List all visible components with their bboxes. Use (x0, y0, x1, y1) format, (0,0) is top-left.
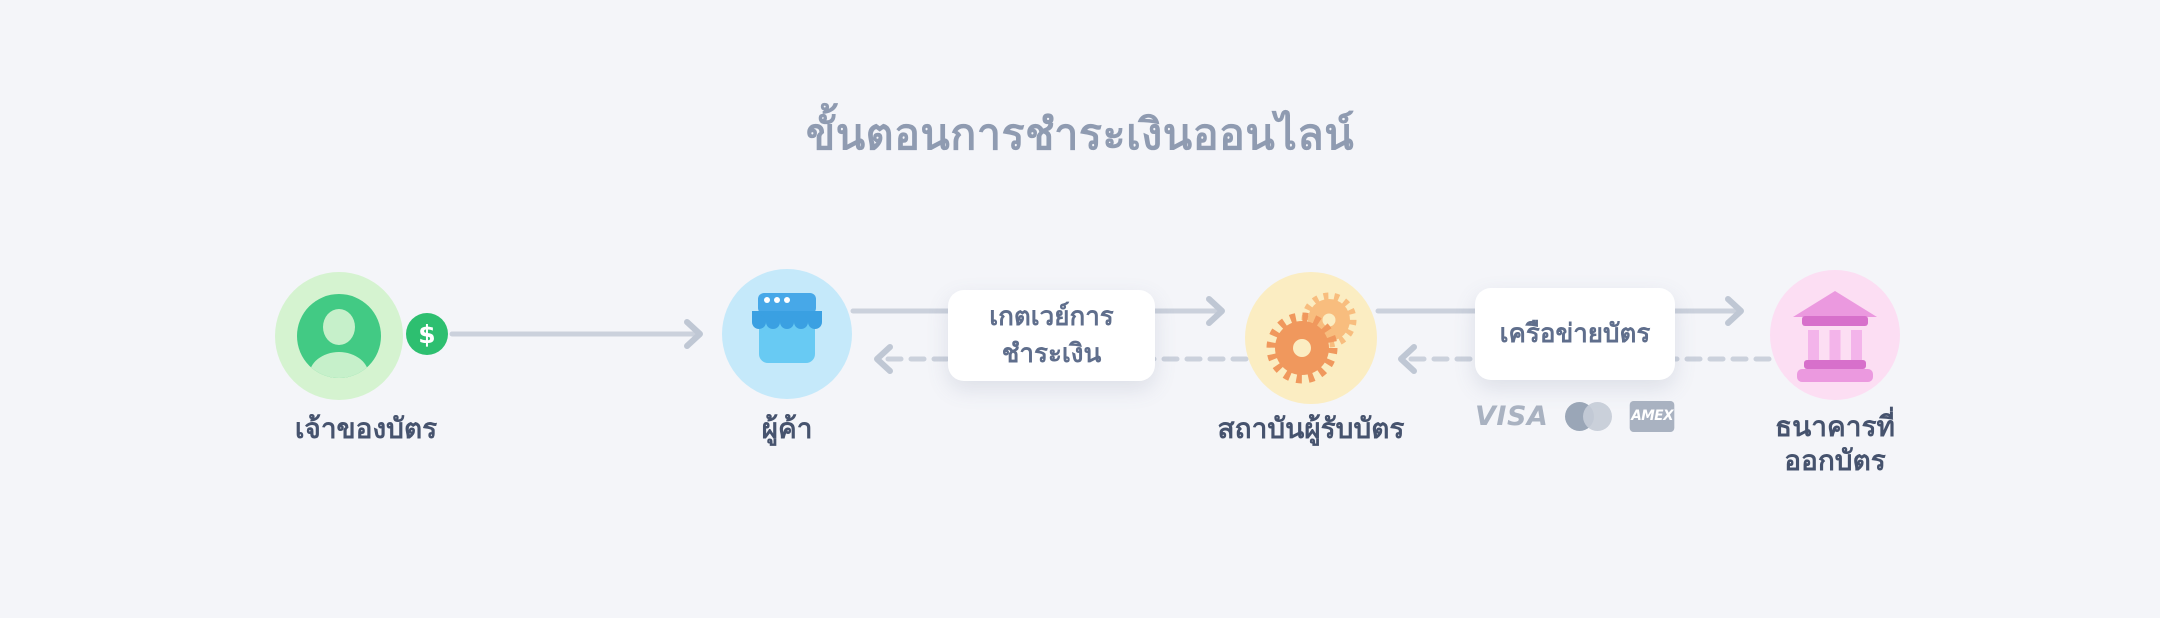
page-title: ขั้นตอนการชำระเงินออนไลน์ (805, 110, 1355, 160)
label-merchant: ผู้ค้า (761, 412, 813, 445)
card-network-box: เครือข่ายบัตร (1475, 288, 1675, 380)
gateway-label-line1: เกตเวย์การ (989, 302, 1114, 333)
issuer-label-line1: ธนาคารที่ (1775, 410, 1895, 443)
payment-gateway-box: เกตเวย์การ ชำระเงิน (948, 290, 1155, 381)
arrow-acquirer-to-merchant-return (874, 344, 1249, 374)
node-issuer (1770, 270, 1900, 400)
label-acquirer: สถาบันผู้รับบัตร (1217, 412, 1405, 445)
arrow-cardholder-to-merchant (449, 319, 703, 349)
amex-logo: AMEX (1629, 400, 1675, 432)
node-merchant (722, 269, 852, 399)
arrow-issuer-to-acquirer-return (1398, 344, 1772, 374)
issuer-label-line2: ออกบัตร (1784, 444, 1886, 478)
gateway-label-line2: ชำระเงิน (1001, 338, 1102, 369)
mastercard-right-circle (1582, 401, 1612, 431)
node-cardholder (275, 272, 403, 400)
gears-icon (1266, 292, 1357, 384)
label-cardholder: เจ้าของบัตร (294, 412, 438, 445)
dollar-badge: $ (406, 313, 448, 355)
node-acquirer (1245, 272, 1377, 404)
bank-icon (1793, 291, 1877, 382)
card-brand-logos: VISA AMEX (1475, 398, 1675, 434)
large-gear (1266, 312, 1338, 384)
network-label: เครือข่ายบัตร (1499, 318, 1651, 349)
visa-logo: VISA (1475, 400, 1549, 432)
person-icon (297, 294, 381, 378)
label-issuer: ธนาคารที่ ออกบัตร (1775, 410, 1895, 478)
mastercard-logo (1565, 401, 1612, 431)
storefront-icon (752, 293, 822, 363)
